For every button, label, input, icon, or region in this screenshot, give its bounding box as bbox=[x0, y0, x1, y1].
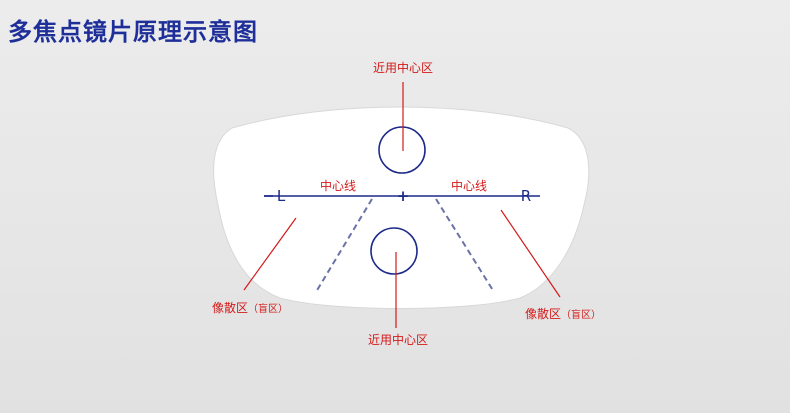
center-line-left-label: 中心线 bbox=[320, 178, 356, 193]
distortion-left-label: 像散区（盲区） bbox=[212, 300, 288, 315]
right-marker: R bbox=[521, 187, 531, 205]
distortion-right-main: 像散区 bbox=[525, 306, 561, 321]
page-title: 多焦点镜片原理示意图 bbox=[8, 18, 258, 46]
distortion-left-sub: （盲区） bbox=[248, 302, 288, 315]
corridor-right-dashed bbox=[435, 198, 495, 293]
lower-zone-circle bbox=[370, 227, 418, 275]
pointer-right bbox=[500, 209, 561, 298]
distortion-left-main: 像散区 bbox=[212, 300, 248, 315]
upper-zone-circle bbox=[378, 126, 426, 174]
pointer-left bbox=[243, 217, 297, 291]
distortion-right-label: 像散区（盲区） bbox=[525, 306, 601, 321]
corridor-left-dashed bbox=[315, 198, 373, 293]
near-zone-bottom-label: 近用中心区 bbox=[368, 332, 428, 347]
center-plus-mark: + bbox=[397, 187, 410, 205]
left-marker: L bbox=[277, 187, 286, 205]
near-zone-top-label: 近用中心区 bbox=[373, 60, 433, 75]
center-line-right-label: 中心线 bbox=[451, 178, 487, 193]
distortion-right-sub: （盲区） bbox=[561, 308, 601, 321]
lens-shape bbox=[213, 106, 590, 309]
